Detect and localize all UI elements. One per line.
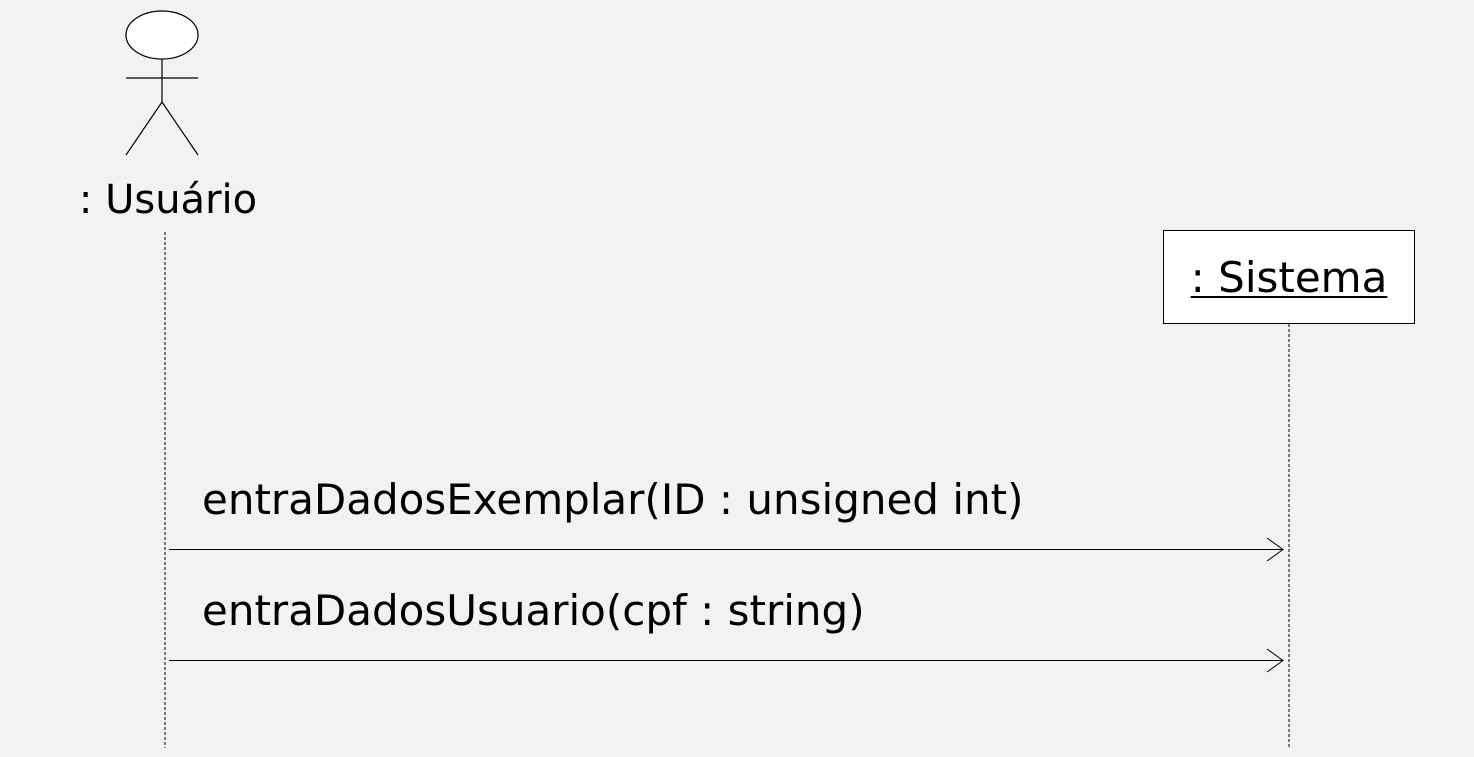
object-box <box>1163 230 1415 324</box>
object-sistema: : Sistema <box>1163 230 1415 324</box>
actor-right-leg <box>161 101 199 156</box>
message-label: entraDadosUsuario(cpf : string) <box>202 586 865 635</box>
actor-left-leg <box>125 101 163 156</box>
actor-head <box>125 10 199 60</box>
object-label: : Sistema <box>1191 253 1388 302</box>
message-arrowhead <box>1266 648 1284 673</box>
message-label: entraDadosExemplar(ID : unsigned int) <box>202 475 1023 524</box>
message-entra-dados-exemplar: entraDadosExemplar(ID : unsigned int) <box>169 475 1284 562</box>
actor-label: : Usuário <box>79 177 257 223</box>
message-arrowhead <box>1266 537 1284 562</box>
actor-usuario <box>125 10 199 156</box>
message-entra-dados-usuario: entraDadosUsuario(cpf : string) <box>169 586 1284 673</box>
